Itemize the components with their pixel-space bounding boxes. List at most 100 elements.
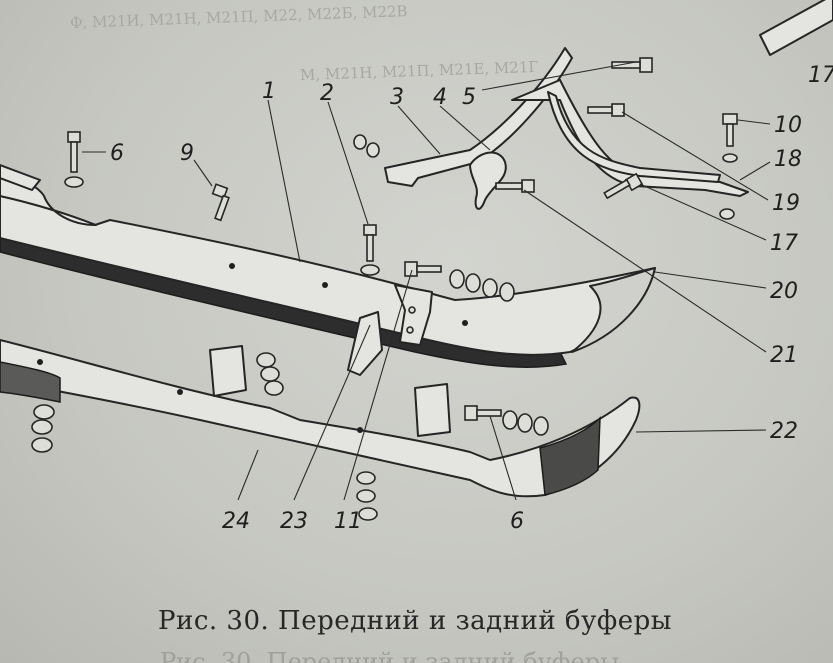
washer [256, 352, 276, 368]
washer [353, 134, 367, 150]
bumper-exploded-diagram: 1 2 3 4 5 6 9 10 17 18 19 17 20 21 22 24… [0, 0, 833, 534]
bolt-head [639, 57, 653, 73]
bracket-18 [547, 91, 721, 183]
callout-10: 10 [774, 113, 802, 138]
rear-bumper-hole [37, 359, 43, 365]
bolt-head [611, 103, 625, 117]
rear-bumper [0, 339, 641, 498]
callout-19: 19 [772, 191, 800, 216]
washer [31, 419, 53, 435]
callout-5: 5 [462, 85, 476, 110]
nut [264, 380, 284, 396]
leader-2 [327, 101, 369, 225]
bolt-head [521, 179, 535, 193]
bolt-head [67, 131, 81, 143]
callout-1: 1 [262, 79, 276, 104]
front-bumper-hole [229, 263, 235, 269]
callout-4: 4 [433, 85, 447, 110]
washer [260, 366, 280, 382]
bolt-head [464, 405, 478, 421]
bolt-head [722, 113, 738, 125]
callout-24: 24 [222, 509, 250, 534]
leader-3 [397, 105, 441, 155]
bracket-17-strip [759, 0, 833, 56]
callout-6-top: 6 [110, 141, 124, 166]
figure-caption-bleed: Рис. 30. Передний и задний буферы [160, 648, 620, 663]
washer [64, 176, 84, 188]
washer [360, 264, 380, 276]
washer [33, 404, 55, 420]
nut [366, 142, 380, 158]
washer [356, 471, 376, 485]
callout-6-bottom: 6 [510, 509, 524, 534]
nut [533, 416, 549, 436]
bolt-shank [416, 265, 442, 273]
leader-18 [739, 161, 771, 181]
callout-17-top: 17 [808, 63, 833, 88]
callout-2: 2 [320, 81, 334, 106]
front-center-bracket [394, 284, 433, 346]
callout-18: 18 [774, 147, 802, 172]
leader-17b [639, 183, 767, 241]
front-bumper [0, 169, 656, 368]
nut [719, 208, 735, 220]
figure-caption: Рис. 30. Передний и задний буферы [158, 606, 672, 636]
rear-left-mount-bracket [209, 345, 247, 397]
hook-4 [469, 151, 507, 210]
leader-lines [82, 61, 771, 501]
bolt-shank [611, 61, 641, 69]
rear-bumper-shadow [0, 361, 61, 403]
rear-right-mount-bracket [414, 383, 451, 437]
bolt-shank [603, 178, 631, 200]
bracket-hole [408, 306, 416, 314]
rear-bumper-blade [0, 339, 641, 498]
bolt-head [211, 183, 229, 199]
bolt-shank [476, 409, 502, 417]
fasteners [31, 57, 738, 521]
leader-20 [654, 271, 767, 289]
bracket-left-6 [0, 164, 41, 191]
nut [358, 507, 378, 521]
leader-4 [439, 105, 491, 151]
washer [502, 410, 518, 430]
callout-20: 20 [770, 279, 798, 304]
washer [356, 489, 376, 503]
bolt-shank [587, 106, 613, 114]
rear-bumper-right-shadow [539, 416, 601, 496]
bolt-head [363, 224, 377, 236]
leader-10 [737, 119, 771, 125]
callout-9: 9 [180, 141, 194, 166]
bolt-shank [726, 123, 734, 147]
washer [465, 273, 481, 293]
callout-labels: 1 2 3 4 5 6 9 10 17 18 19 17 20 21 22 24… [110, 63, 833, 534]
bolt-shank [495, 182, 523, 190]
mounting-brackets [0, 0, 833, 376]
leader-22 [635, 429, 767, 433]
leader-6b [489, 415, 517, 501]
leader-11 [343, 269, 413, 501]
bracket-hole [406, 326, 414, 334]
nut [499, 282, 515, 302]
washer [482, 278, 498, 298]
callout-21: 21 [770, 343, 798, 368]
callout-17-lower: 17 [770, 231, 798, 256]
leader-1 [267, 99, 301, 263]
washer [517, 413, 533, 433]
callout-3: 3 [390, 85, 404, 110]
bolt-shank [366, 234, 374, 262]
leader-23 [293, 324, 371, 501]
bolt-shank [214, 194, 230, 222]
front-bumper-hole [322, 282, 328, 288]
leader-24 [237, 449, 259, 501]
rear-bumper-hole [357, 427, 363, 433]
leader-19 [621, 111, 769, 201]
front-bumper-right-tip [571, 267, 656, 353]
front-bumper-hole [462, 320, 468, 326]
rear-bumper-hole [177, 389, 183, 395]
washer [449, 269, 465, 289]
callout-22: 22 [770, 419, 798, 444]
leader-21 [523, 189, 767, 353]
nut [31, 437, 53, 453]
bolt-shank [70, 141, 78, 173]
